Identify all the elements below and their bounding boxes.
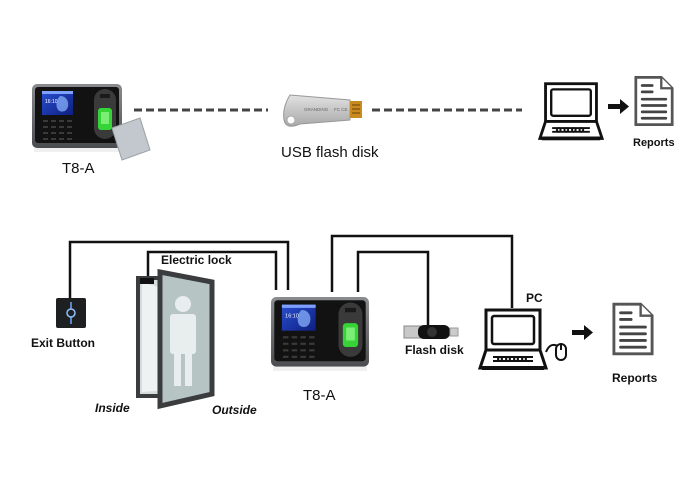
bottom-reports-icon xyxy=(612,302,654,356)
inside-label: Inside xyxy=(95,401,130,415)
outside-label: Outside xyxy=(212,403,257,417)
usb-cert-text: FC CE xyxy=(334,107,348,112)
rfid-card xyxy=(111,117,151,161)
usb-key-icon: GRANDING FC CE xyxy=(283,94,362,127)
exit-button-icon xyxy=(56,298,86,328)
top-reports-label: Reports xyxy=(633,137,675,149)
usb-brand-text: GRANDING xyxy=(304,107,329,112)
top-reports-icon xyxy=(634,75,674,127)
bottom-reports-label: Reports xyxy=(612,371,658,385)
person-figure xyxy=(170,296,196,386)
wire-electric-lock xyxy=(146,250,278,290)
bottom-t8a-device xyxy=(271,297,369,371)
exit-button-label: Exit Button xyxy=(31,336,95,350)
top-pc-laptop-icon xyxy=(538,82,604,142)
wire-exit-button xyxy=(68,240,290,298)
bottom-device-label: T8-A xyxy=(303,387,336,404)
bottom-arrow-icon xyxy=(572,325,593,340)
wire-pc xyxy=(330,234,514,308)
top-t8a-device xyxy=(32,84,122,152)
top-arrow-icon xyxy=(608,99,629,114)
pc-label: PC xyxy=(526,291,543,305)
wiring xyxy=(68,234,514,326)
top-device-label: T8-A xyxy=(62,160,95,177)
usb-flash-disk-label: USB flash disk xyxy=(281,144,379,161)
electric-lock-label: Electric lock xyxy=(161,253,232,267)
wire-flash-disk xyxy=(356,250,430,326)
flash-disk-label: Flash disk xyxy=(405,343,464,357)
flash-disk-icon xyxy=(403,325,459,339)
door-icon xyxy=(136,268,215,410)
mouse-icon xyxy=(545,343,567,361)
bottom-pc-laptop-icon xyxy=(478,308,548,372)
